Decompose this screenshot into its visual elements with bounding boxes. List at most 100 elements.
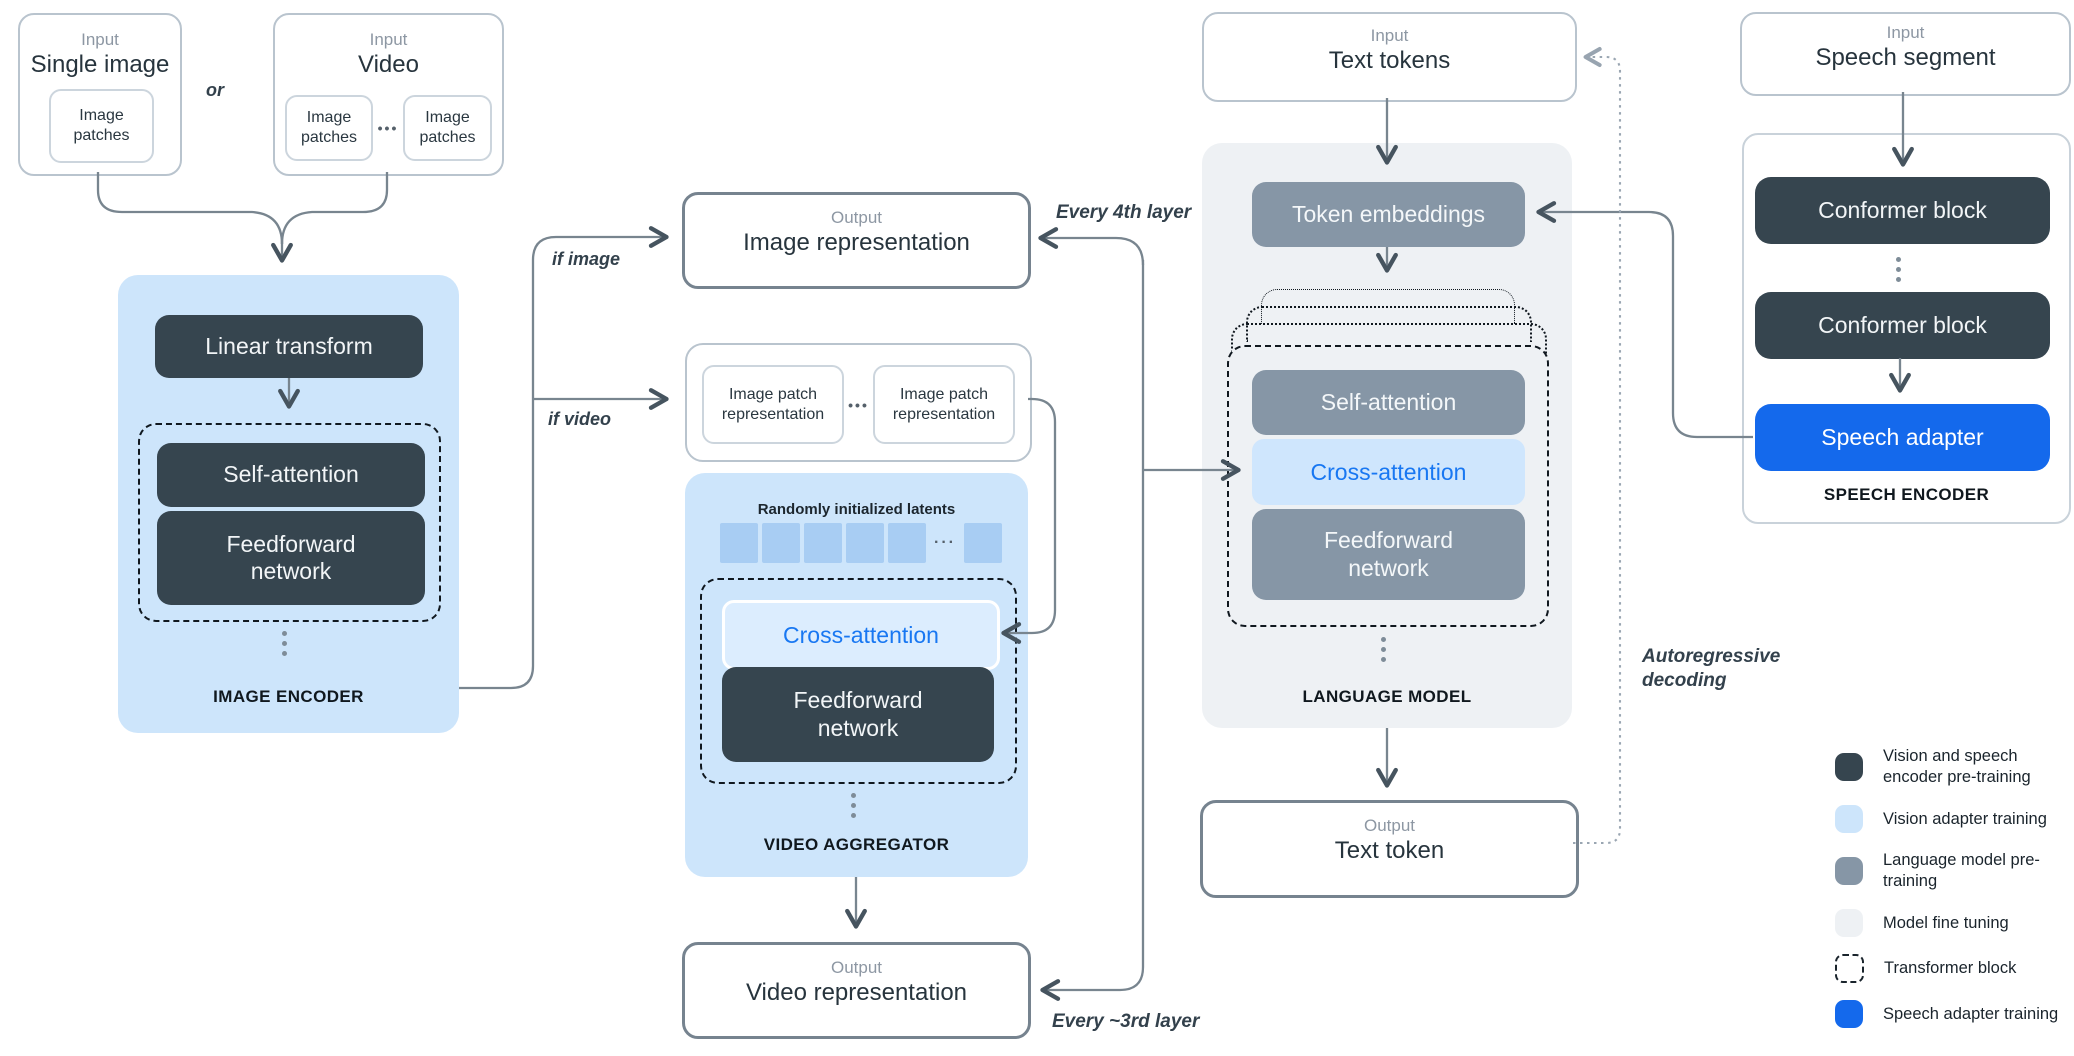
language-model-label: LANGUAGE MODEL <box>1302 687 1472 706</box>
language-model-swatch-icon <box>1835 857 1863 886</box>
image-patches-label: Image patches <box>419 109 476 146</box>
input-video-box: Input Video Image patches ••• Image patc… <box>273 13 504 176</box>
latents-caption: Randomly initialized latents <box>757 501 956 518</box>
input-kicker: Input <box>1886 23 1925 42</box>
input-video-title: Video <box>358 51 419 79</box>
video-aggregator-label: VIDEO AGGREGATOR <box>763 835 950 854</box>
image-patches-box: Image patches <box>403 95 492 161</box>
autoregressive-decoding-label: Autoregressive decoding <box>1642 646 1781 691</box>
output-kicker: Output <box>830 958 883 977</box>
image-patches-label: Image patches <box>300 109 358 146</box>
video-aggregator-transformer-block: Cross-attention Feedforward network <box>700 578 1017 784</box>
output-kicker: Output <box>830 208 883 227</box>
input-text-tokens-box: Input Text tokens <box>1202 12 1577 102</box>
output-image-representation-box: Output Image representation <box>682 192 1031 289</box>
input-single-image-box: Input Single image Image patches <box>18 13 182 176</box>
input-single-image-title: Single image <box>30 51 170 79</box>
conformer-block-label: Conformer block <box>1818 196 1987 223</box>
image-encoder-panel: Linear transform Self-attention Feedforw… <box>118 275 459 733</box>
trunk-to-video-representation-wire <box>1040 260 1145 1001</box>
transformer-block-swatch-icon <box>1835 954 1864 984</box>
vision-adapter-swatch-icon <box>1835 805 1863 834</box>
latent-square <box>888 523 926 563</box>
latent-square <box>846 523 884 563</box>
self-attention-box: Self-attention <box>1252 370 1525 435</box>
speech-encoder-panel: Conformer block Conformer block Speech a… <box>1742 133 2071 524</box>
input-kicker: Input <box>1370 26 1409 45</box>
output-text-token-box: Output Text token <box>1200 800 1579 898</box>
speech-encoder-label: SPEECH ENCODER <box>1823 485 1990 504</box>
language-model-panel: Token embeddings Self-attention Cross-at… <box>1202 143 1572 728</box>
encoder-pretraining-swatch-icon <box>1835 753 1863 782</box>
if-image-label: if image <box>552 249 621 269</box>
token-embeddings-box: Token embeddings <box>1252 182 1525 247</box>
image-patches-box: Image patches <box>285 95 373 161</box>
latent-square <box>804 523 842 563</box>
or-label: or <box>206 80 224 100</box>
legend-label: Language model pre-training <box>1883 851 2040 891</box>
input-text-tokens-title: Text tokens <box>1328 47 1451 75</box>
language-model-transformer-block: Self-attention Cross-attention Feedforwa… <box>1227 345 1549 627</box>
feedforward-box: Feedforward network <box>1252 509 1525 600</box>
latents-row: ··· <box>720 523 1002 563</box>
legend-label: Vision and speech encoder pre-training <box>1883 747 2031 787</box>
image-patch-representations-box: Image patch representation ••• Image pat… <box>685 343 1032 462</box>
latent-square <box>963 523 1002 563</box>
feedforward-label: Feedforward network <box>793 687 923 741</box>
legend-row: Model fine tuning <box>1835 909 2074 938</box>
feedforward-box: Feedforward network <box>157 511 425 605</box>
funnel-right-wire <box>280 172 389 245</box>
cross-attention-label: Cross-attention <box>783 621 939 648</box>
cross-attention-box: Cross-attention <box>722 600 1000 670</box>
every-4th-layer-label: Every 4th layer <box>1056 202 1192 223</box>
image-patch-representation-label: Image patch representation <box>892 385 996 423</box>
output-kicker: Output <box>1363 816 1416 835</box>
cross-attention-box: Cross-attention <box>1252 439 1525 505</box>
autoregressive-loop-wire <box>1573 47 1622 845</box>
vertical-ellipsis-icon <box>1381 637 1386 662</box>
every-3rd-layer-label: Every ~3rd layer <box>1052 1011 1200 1032</box>
speech-adapter-box: Speech adapter <box>1755 404 2050 471</box>
cross-attention-label: Cross-attention <box>1310 458 1467 485</box>
image-patches-box: Image patches <box>49 89 154 163</box>
encoder-to-if-image-wire <box>459 226 669 690</box>
feedforward-label: Feedforward network <box>226 530 356 584</box>
input-speech-segment-box: Input Speech segment <box>1740 12 2071 96</box>
horizontal-ellipsis-icon: ••• <box>848 396 869 413</box>
input-kicker: Input <box>81 30 119 49</box>
image-encoder-transformer-block: Self-attention Feedforward network <box>138 423 441 622</box>
self-attention-label: Self-attention <box>223 461 359 488</box>
trunk-to-image-representation-wire <box>1038 227 1145 266</box>
legend-row: Vision adapter training <box>1835 805 2074 834</box>
image-patch-representation-box: Image patch representation <box>702 365 844 444</box>
legend-row: Language model pre-training <box>1835 850 2074 892</box>
token-embeddings-label: Token embeddings <box>1291 200 1486 227</box>
legend-label: Transformer block <box>1884 959 2017 978</box>
output-video-representation-title: Video representation <box>745 979 968 1007</box>
vertical-ellipsis-icon <box>1896 257 1901 282</box>
self-attention-box: Self-attention <box>157 443 425 507</box>
fine-tuning-swatch-icon <box>1835 909 1863 938</box>
legend-row: Vision and speech encoder pre-training <box>1835 746 2074 788</box>
output-text-token-title: Text token <box>1334 837 1445 865</box>
output-image-representation-title: Image representation <box>743 229 970 257</box>
legend: Vision and speech encoder pre-training V… <box>1835 746 2074 1029</box>
legend-label: Model fine tuning <box>1883 913 2009 932</box>
output-video-representation-box: Output Video representation <box>682 942 1031 1039</box>
input-speech-segment-title: Speech segment <box>1815 44 1996 72</box>
image-patch-representation-label: Image patch representation <box>721 385 825 423</box>
vertical-ellipsis-icon <box>851 793 856 818</box>
horizontal-ellipsis-icon: ··· <box>934 534 956 551</box>
vertical-ellipsis-icon <box>282 631 287 656</box>
self-attention-label: Self-attention <box>1320 388 1457 415</box>
linear-transform-box: Linear transform <box>155 315 423 378</box>
legend-row: Speech adapter training <box>1835 1000 2074 1029</box>
conformer-block-box: Conformer block <box>1755 292 2050 359</box>
legend-label: Speech adapter training <box>1883 1004 2059 1023</box>
input-kicker: Input <box>369 30 408 49</box>
legend-label: Vision adapter training <box>1883 809 2047 828</box>
if-video-label: if video <box>548 409 612 429</box>
image-patches-label: Image patches <box>73 107 130 144</box>
image-patch-representation-box: Image patch representation <box>873 365 1015 444</box>
